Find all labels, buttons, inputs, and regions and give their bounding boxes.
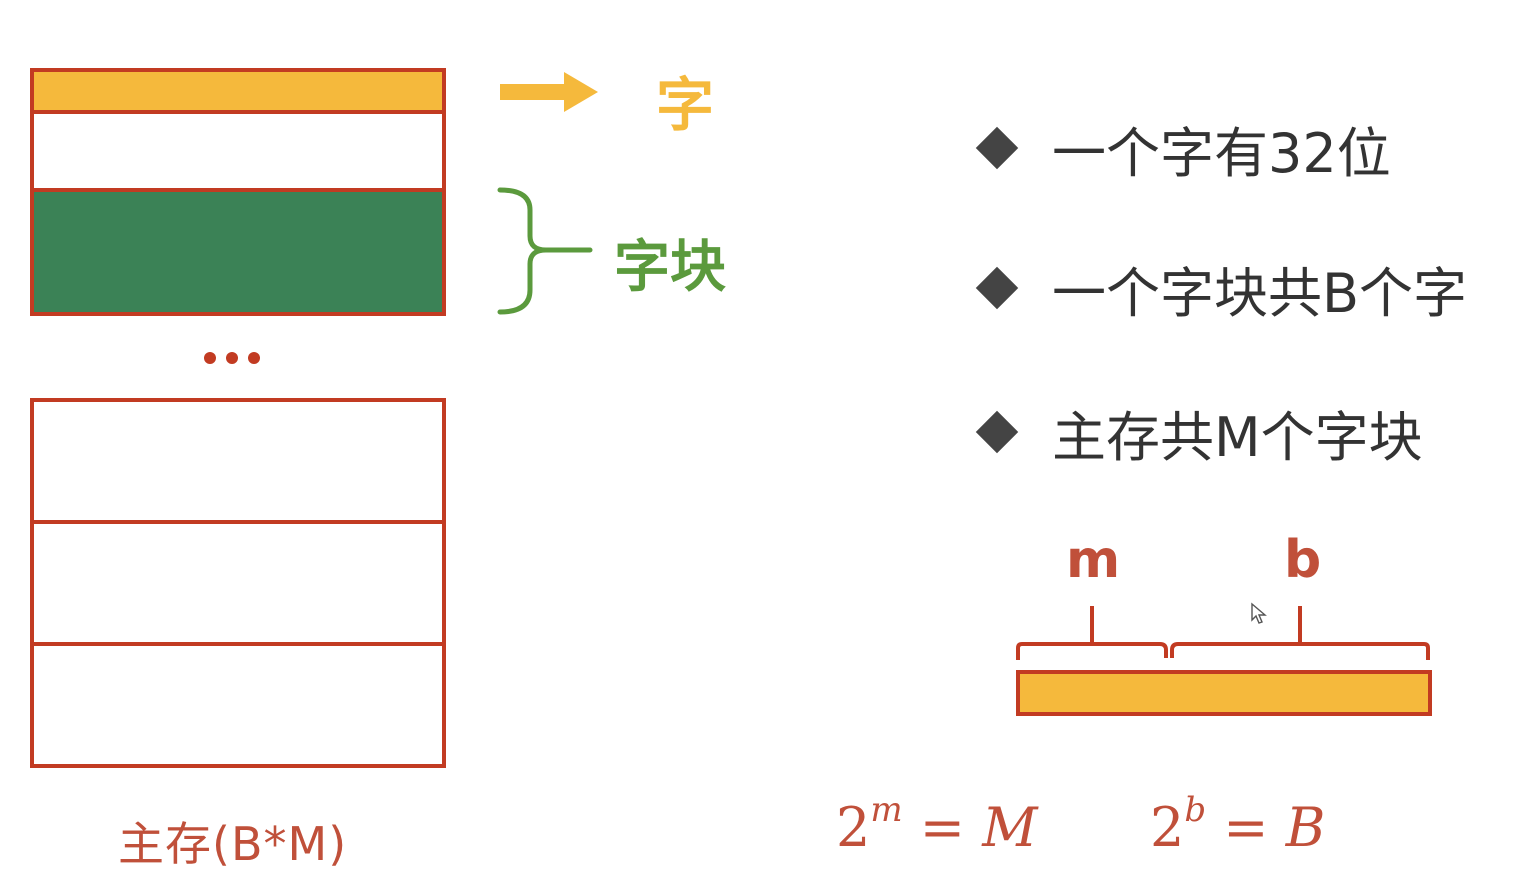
dot bbox=[204, 352, 216, 364]
block-label: 字块 bbox=[614, 235, 726, 300]
word-label: 字 bbox=[656, 71, 715, 139]
memory-row bbox=[30, 398, 446, 524]
formula-rhs: M bbox=[982, 796, 1038, 859]
formula-exponent: b bbox=[1184, 790, 1207, 830]
memory-caption: 主存(B*M) bbox=[118, 817, 348, 871]
arrow-right-icon bbox=[500, 72, 598, 112]
memory-row-block bbox=[30, 188, 446, 316]
formula-base: 2 bbox=[1150, 796, 1185, 859]
bullet-item: 主存共M个字块 bbox=[974, 392, 1423, 472]
bullet-item: 一个字有32位 bbox=[974, 108, 1391, 188]
formula-base: 2 bbox=[836, 796, 871, 859]
formula-b: 2b = B bbox=[1150, 790, 1326, 859]
bullet-text: 一个字有32位 bbox=[1052, 121, 1391, 185]
diamond-bullet-icon bbox=[975, 410, 1019, 454]
bullet-item: 一个字块共B个字 bbox=[974, 248, 1467, 328]
dot bbox=[248, 352, 260, 364]
formula-m: 2m = M bbox=[836, 790, 1038, 859]
memory-row-word-2 bbox=[30, 110, 446, 192]
formula-exponent: m bbox=[870, 790, 903, 830]
dot bbox=[226, 352, 238, 364]
address-bar bbox=[1016, 670, 1432, 716]
diamond-bullet-icon bbox=[975, 266, 1019, 310]
mouse-cursor-icon bbox=[1251, 602, 1267, 624]
diamond-bullet-icon bbox=[975, 126, 1019, 170]
m-label: m bbox=[1066, 530, 1121, 590]
memory-row bbox=[30, 520, 446, 646]
formula-rhs: B bbox=[1285, 796, 1326, 859]
formula-equals: = bbox=[1206, 796, 1286, 859]
formula-equals: = bbox=[902, 796, 983, 859]
brace-right-icon bbox=[497, 187, 593, 315]
address-braces bbox=[1016, 606, 1430, 660]
bullet-text: 一个字块共B个字 bbox=[1052, 261, 1468, 325]
bullet-text: 主存共M个字块 bbox=[1052, 405, 1423, 469]
b-label: b bbox=[1284, 530, 1322, 590]
memory-row-word bbox=[30, 68, 446, 114]
memory-row bbox=[30, 642, 446, 768]
